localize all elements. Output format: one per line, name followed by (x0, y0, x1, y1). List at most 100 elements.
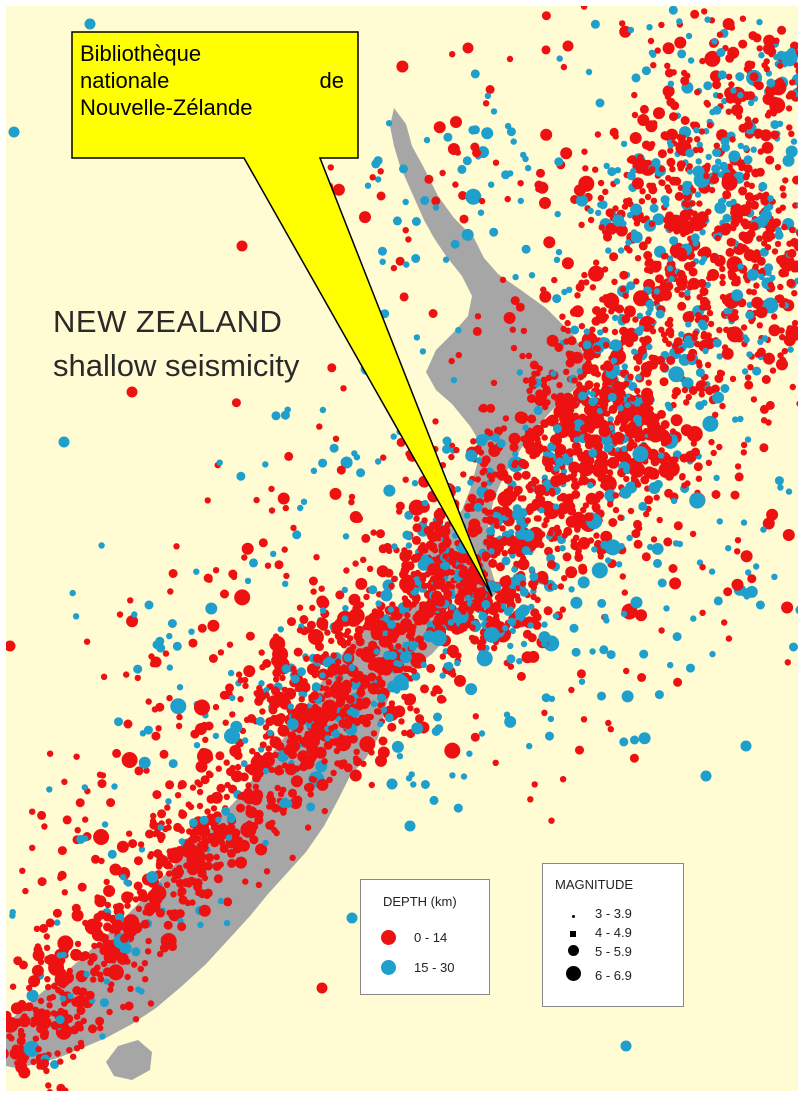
earthquake-marker (23, 1040, 40, 1057)
earthquake-marker (380, 663, 393, 676)
earthquake-marker (509, 627, 516, 635)
earthquake-marker (711, 164, 721, 174)
earthquake-marker (538, 507, 545, 514)
earthquake-marker (561, 257, 574, 270)
earthquake-marker (631, 111, 639, 119)
earthquake-marker (468, 634, 476, 642)
earthquake-marker (737, 142, 744, 150)
earthquake-marker (266, 803, 273, 810)
earthquake-marker (506, 127, 516, 137)
earthquake-marker (486, 472, 493, 479)
earthquake-marker (335, 658, 342, 665)
earthquake-marker (659, 363, 669, 372)
earthquake-marker (324, 629, 331, 636)
earthquake-marker (699, 564, 706, 571)
earthquake-marker (712, 391, 725, 404)
earthquake-marker (543, 606, 553, 616)
earthquake-marker (234, 746, 241, 753)
earthquake-marker (319, 672, 326, 679)
earthquake-marker (528, 603, 535, 611)
earthquake-marker (22, 887, 29, 895)
earthquake-marker (60, 951, 67, 959)
earthquake-marker (271, 826, 278, 834)
earthquake-marker (293, 647, 303, 657)
earthquake-marker (570, 596, 583, 609)
earthquake-marker (471, 530, 479, 537)
earthquake-marker (217, 861, 224, 868)
earthquake-marker (82, 919, 89, 927)
earthquake-marker (552, 438, 559, 445)
earthquake-marker (319, 751, 327, 758)
earthquake-marker (540, 419, 550, 429)
earthquake-marker (657, 149, 667, 159)
earthquake-marker (772, 218, 782, 228)
earthquake-marker (552, 612, 560, 620)
earthquake-marker (691, 334, 698, 342)
stewart-island (106, 1040, 152, 1080)
earthquake-marker (520, 495, 527, 502)
earthquake-marker (516, 671, 526, 681)
earthquake-marker (396, 753, 404, 760)
earthquake-marker (340, 665, 350, 675)
earthquake-marker (555, 248, 563, 256)
earthquake-marker (73, 1013, 81, 1020)
earthquake-marker (386, 778, 398, 790)
earthquake-marker (316, 982, 328, 994)
earthquake-marker (589, 284, 597, 291)
earthquake-marker (731, 578, 744, 591)
earthquake-marker (277, 492, 290, 505)
earthquake-marker (348, 493, 356, 501)
earthquake-marker (603, 617, 610, 624)
earthquake-marker (558, 512, 565, 520)
earthquake-marker (699, 229, 706, 236)
earthquake-marker (752, 117, 759, 124)
earthquake-marker (219, 825, 226, 832)
earthquake-marker (198, 904, 211, 917)
earthquake-marker (659, 377, 669, 387)
earthquake-marker (485, 621, 492, 629)
earthquake-marker (776, 255, 785, 265)
earthquake-marker (592, 166, 599, 173)
earthquake-marker (204, 497, 211, 504)
earthquake-marker (165, 824, 172, 831)
earthquake-marker (463, 536, 470, 543)
earthquake-marker (350, 708, 360, 718)
earthquake-marker (721, 174, 738, 191)
earthquake-marker (681, 377, 694, 390)
earthquake-marker (669, 428, 677, 435)
earthquake-marker (610, 302, 620, 312)
earthquake-marker (664, 62, 671, 69)
earthquake-marker (311, 722, 320, 732)
earthquake-marker (543, 236, 556, 249)
earthquake-marker (195, 863, 202, 871)
earthquake-marker (638, 501, 648, 511)
earthquake-marker (303, 655, 310, 662)
earthquake-marker (741, 368, 749, 375)
earthquake-marker (725, 635, 733, 642)
earthquake-marker (680, 116, 690, 125)
earthquake-marker (310, 753, 318, 760)
earthquake-marker (290, 674, 300, 684)
earthquake-marker (591, 441, 598, 448)
earthquake-marker (585, 68, 593, 76)
earthquake-marker (688, 386, 698, 395)
earthquake-marker (54, 919, 61, 926)
earthquake-marker (492, 159, 500, 166)
earthquake-marker (353, 676, 360, 684)
earthquake-marker (94, 895, 107, 908)
earthquake-marker (59, 995, 67, 1002)
earthquake-marker (373, 648, 380, 655)
earthquake-marker (355, 637, 365, 647)
seismicity-map[interactable]: NEW ZEALAND shallow seismicity DEPTH (km… (6, 6, 798, 1091)
earthquake-marker (667, 147, 674, 154)
earthquake-marker (768, 50, 775, 58)
earthquake-marker (697, 319, 707, 329)
earthquake-marker (570, 481, 580, 491)
earthquake-marker (779, 185, 786, 192)
earthquake-marker (343, 763, 353, 773)
earthquake-marker (522, 377, 530, 384)
earthquake-marker (193, 568, 200, 575)
earthquake-marker (531, 442, 544, 455)
earthquake-marker (694, 191, 702, 198)
earthquake-marker (787, 346, 794, 353)
